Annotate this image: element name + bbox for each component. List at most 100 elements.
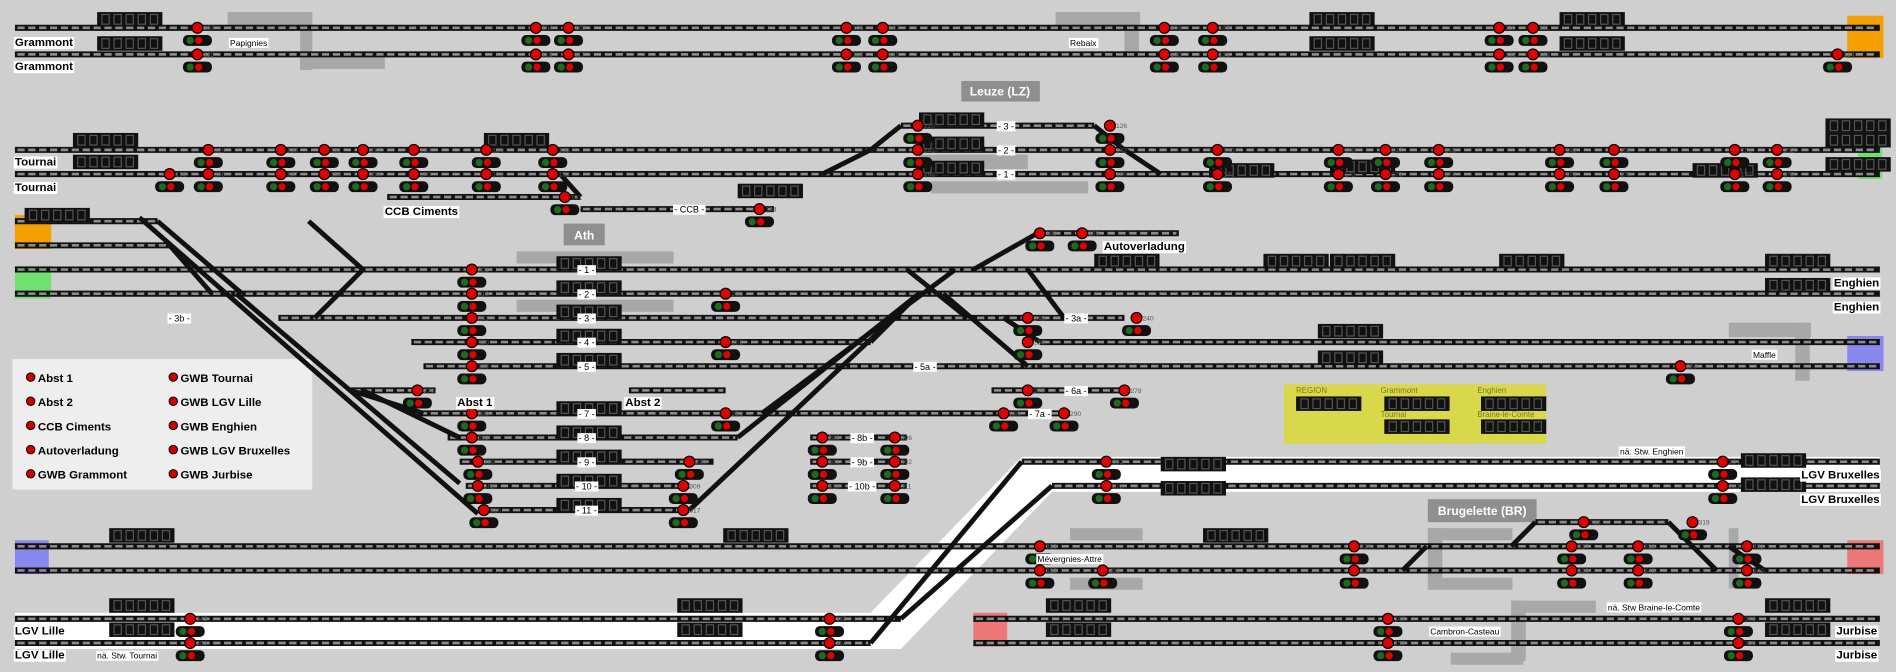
signal-303[interactable]: [1100, 455, 1113, 468]
switch-track[interactable]: [899, 484, 1054, 621]
signal-150[interactable]: [1607, 143, 1620, 156]
signal-280[interactable]: [465, 407, 478, 420]
signal-121[interactable]: [1206, 48, 1219, 61]
legend-signal-icon[interactable]: [168, 444, 178, 455]
switch-track[interactable]: [972, 231, 1039, 272]
signal-110[interactable]: [1493, 21, 1506, 34]
signal-346[interactable]: [823, 612, 836, 625]
switch-track[interactable]: [137, 215, 480, 516]
signal-313[interactable]: [1716, 479, 1729, 492]
signal-135[interactable]: [546, 143, 559, 156]
signal-104[interactable]: [529, 21, 542, 34]
signal-221[interactable]: [719, 287, 732, 300]
signal-251[interactable]: [719, 336, 732, 349]
signal-278[interactable]: [1118, 384, 1131, 397]
switch-track[interactable]: [1509, 520, 1538, 549]
signal-120[interactable]: [1158, 48, 1171, 61]
signal-163[interactable]: [546, 168, 559, 181]
signal-126[interactable]: [1103, 119, 1116, 132]
signal-354[interactable]: [823, 636, 836, 650]
signal-103[interactable]: [191, 21, 204, 34]
switch-track[interactable]: [868, 291, 921, 344]
signal-133[interactable]: [407, 143, 420, 156]
signal-292[interactable]: [465, 431, 478, 444]
signal-106[interactable]: [840, 21, 853, 34]
switch-track[interactable]: [868, 460, 1024, 645]
signal-201[interactable]: [465, 263, 478, 276]
signal-309[interactable]: [677, 479, 690, 492]
signal-335[interactable]: [1033, 564, 1046, 577]
signal-161[interactable]: [480, 168, 493, 181]
signal-130[interactable]: [274, 143, 287, 156]
signal-151[interactable]: [1728, 143, 1741, 156]
signal-353[interactable]: [184, 636, 197, 650]
signal-109[interactable]: [1206, 21, 1219, 34]
signal-189[interactable]: [1076, 227, 1089, 240]
signal-177[interactable]: [1728, 168, 1741, 181]
signal-132[interactable]: [356, 143, 370, 156]
signal-249[interactable]: [1021, 311, 1034, 324]
switch-track[interactable]: [558, 172, 583, 199]
signal-116[interactable]: [529, 48, 542, 61]
signal-129[interactable]: [202, 143, 215, 156]
signal-125[interactable]: [911, 119, 924, 132]
signal-328[interactable]: [1632, 540, 1645, 553]
legend-signal-icon[interactable]: [25, 469, 36, 479]
signal-347[interactable]: [1381, 612, 1394, 625]
signal-168[interactable]: [911, 168, 924, 181]
signal-270[interactable]: [411, 384, 424, 397]
signal-169[interactable]: [1103, 168, 1116, 181]
signal-319[interactable]: [1686, 516, 1699, 529]
signal-184[interactable]: [753, 203, 766, 216]
legend-signal-icon[interactable]: [25, 372, 36, 382]
legend-signal-icon[interactable]: [25, 396, 36, 406]
switch-track[interactable]: [307, 219, 365, 272]
switch-track[interactable]: [821, 147, 872, 177]
signal-323[interactable]: [1033, 540, 1046, 553]
signal-174[interactable]: [1432, 168, 1445, 181]
signal-241[interactable]: [465, 311, 478, 324]
signal-105[interactable]: [562, 21, 575, 34]
signal-355[interactable]: [1381, 636, 1394, 650]
signal-312[interactable]: [1100, 479, 1113, 492]
signal-296[interactable]: [888, 431, 901, 444]
signal-118[interactable]: [840, 48, 853, 61]
signal-311[interactable]: [888, 479, 901, 492]
signal-172[interactable]: [1332, 168, 1345, 181]
signal-142[interactable]: [1103, 143, 1116, 156]
signal-331[interactable]: [1740, 540, 1753, 553]
switch-track[interactable]: [361, 388, 461, 440]
signal-176[interactable]: [1607, 168, 1620, 181]
switch-track[interactable]: [312, 267, 365, 320]
signal-281[interactable]: [719, 407, 732, 420]
signal-298[interactable]: [471, 455, 484, 468]
signal-157[interactable]: [274, 168, 287, 181]
signal-175[interactable]: [1553, 168, 1566, 181]
signal-111[interactable]: [1526, 21, 1540, 34]
signal-336[interactable]: [1096, 564, 1109, 577]
signal-148[interactable]: [1432, 143, 1445, 156]
switch-track[interactable]: [905, 267, 969, 320]
signal-122[interactable]: [1493, 48, 1506, 61]
signal-108[interactable]: [1158, 21, 1171, 34]
signal-289[interactable]: [997, 407, 1010, 420]
signal-266[interactable]: [1674, 360, 1687, 373]
line-end-block[interactable]: [1847, 15, 1884, 59]
signal-173[interactable]: [1379, 168, 1392, 181]
signal-345[interactable]: [184, 612, 197, 625]
signal-156[interactable]: [202, 168, 215, 181]
signal-117[interactable]: [562, 48, 575, 61]
signal-240[interactable]: [1130, 311, 1143, 324]
signal-290[interactable]: [1057, 407, 1071, 420]
signal-219[interactable]: [465, 287, 478, 300]
signal-107[interactable]: [876, 21, 889, 34]
signal-286[interactable]: [816, 431, 829, 444]
signal-181[interactable]: [558, 190, 571, 204]
signal-159[interactable]: [356, 168, 370, 181]
signal-131[interactable]: [318, 143, 331, 156]
legend-signal-icon[interactable]: [168, 396, 178, 406]
signal-340[interactable]: [1632, 564, 1645, 577]
signal-141[interactable]: [911, 143, 924, 156]
switch-track[interactable]: [234, 291, 462, 486]
signal-304[interactable]: [1716, 455, 1729, 468]
